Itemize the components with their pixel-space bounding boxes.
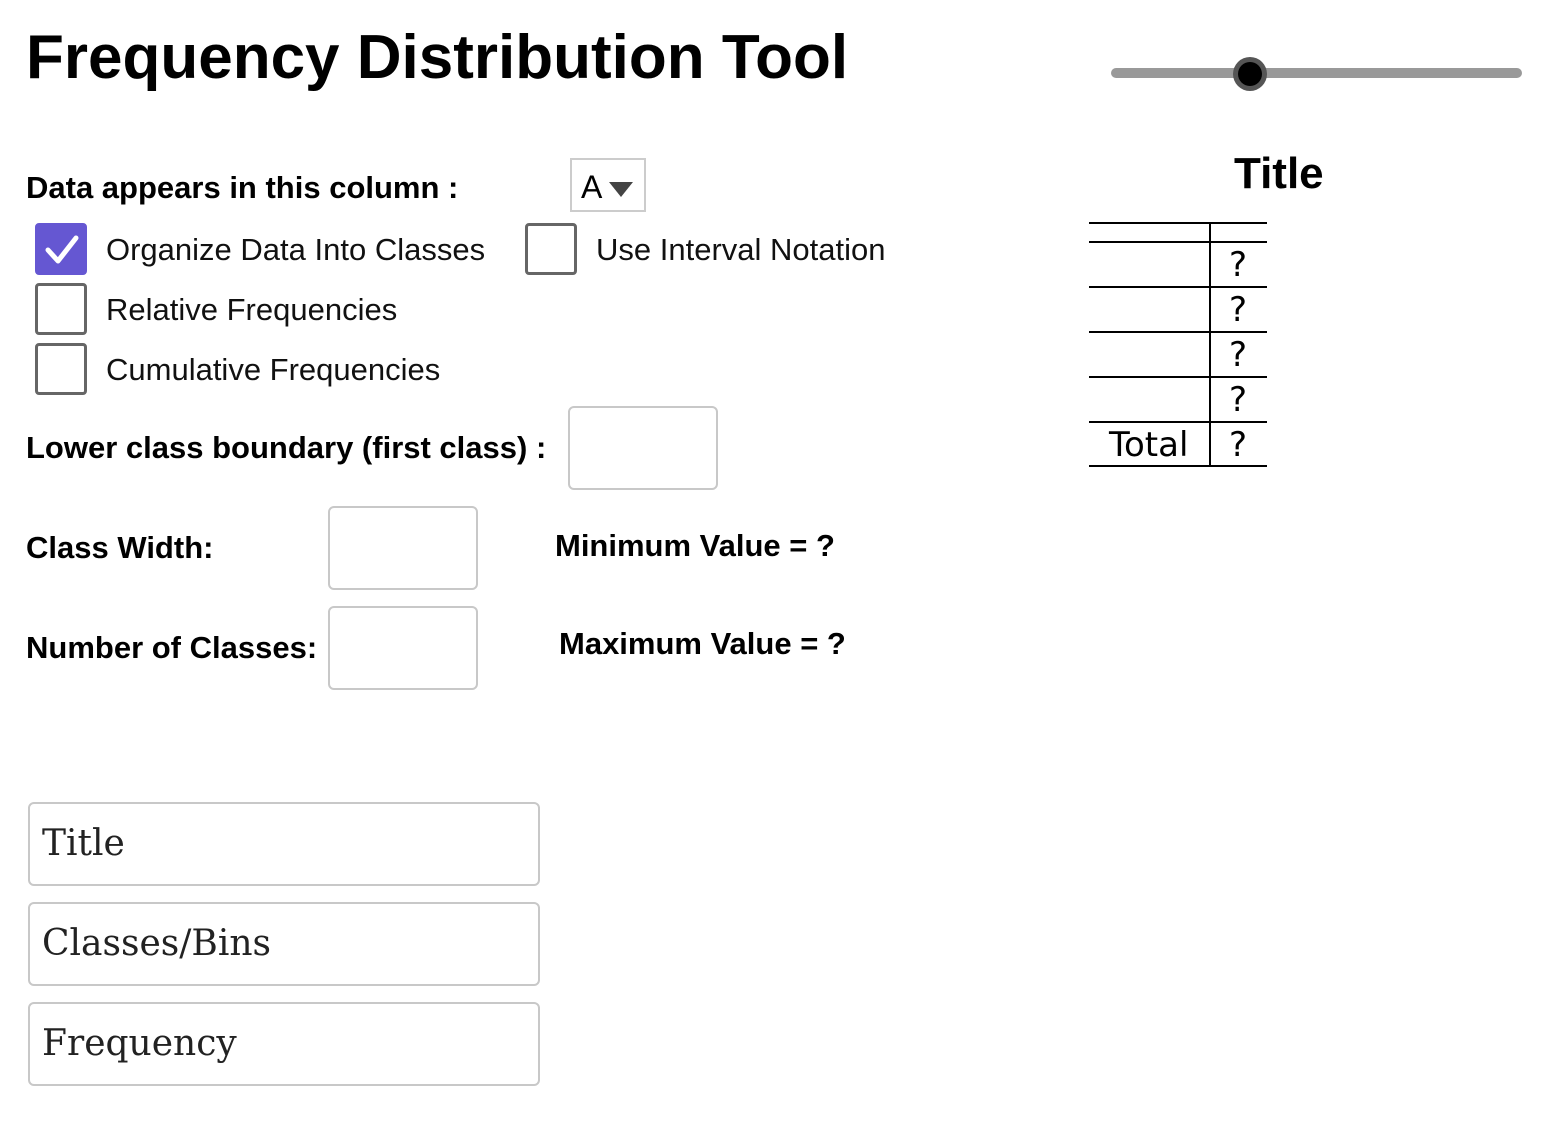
table-rule xyxy=(1089,421,1267,423)
data-column-value: A xyxy=(581,169,603,205)
cumulative-frequencies-label[interactable]: Cumulative Frequencies xyxy=(106,352,441,387)
slider-track[interactable] xyxy=(1111,68,1522,78)
table-rule xyxy=(1089,331,1267,333)
table-title-field[interactable]: Title xyxy=(28,802,540,886)
class-width-input[interactable] xyxy=(328,506,478,590)
data-column-label: Data appears in this column : xyxy=(26,170,459,205)
table-total-value: ? xyxy=(1229,425,1248,465)
table-total-label: Total xyxy=(1109,425,1189,465)
frequency-field[interactable]: Frequency xyxy=(28,1002,540,1086)
classes-bins-field[interactable]: Classes/Bins xyxy=(28,902,540,986)
organize-classes-checkbox[interactable] xyxy=(35,223,87,275)
app-title: Frequency Distribution Tool xyxy=(26,23,849,92)
frequency-table-title: Title xyxy=(1234,149,1324,198)
relative-frequencies-label[interactable]: Relative Frequencies xyxy=(106,292,398,327)
interval-notation-label[interactable]: Use Interval Notation xyxy=(596,232,886,267)
lower-boundary-input[interactable] xyxy=(568,406,718,490)
table-rule xyxy=(1089,286,1267,288)
table-rule-top xyxy=(1089,222,1267,224)
table-rule-bottom xyxy=(1089,465,1267,467)
relative-frequencies-checkbox[interactable] xyxy=(35,283,87,335)
chevron-down-icon xyxy=(609,182,633,197)
table-column-divider xyxy=(1209,224,1211,467)
class-width-label: Class Width: xyxy=(26,530,214,565)
interval-notation-checkbox[interactable] xyxy=(525,223,577,275)
number-of-classes-label: Number of Classes: xyxy=(26,630,318,665)
organize-classes-label[interactable]: Organize Data Into Classes xyxy=(106,232,486,267)
table-cell-frequency: ? xyxy=(1229,245,1248,285)
table-rule xyxy=(1089,376,1267,378)
table-title-field-text: Title xyxy=(42,823,125,864)
maximum-value-text: Maximum Value = ? xyxy=(559,626,846,661)
table-cell-frequency: ? xyxy=(1229,290,1248,330)
frequency-field-text: Frequency xyxy=(42,1023,237,1064)
slider-handle[interactable] xyxy=(1233,57,1267,91)
minimum-value-text: Minimum Value = ? xyxy=(555,528,835,563)
table-cell-frequency: ? xyxy=(1229,380,1248,420)
classes-bins-field-text: Classes/Bins xyxy=(42,923,272,964)
lower-boundary-label: Lower class boundary (first class) : xyxy=(26,430,547,465)
cumulative-frequencies-checkbox[interactable] xyxy=(35,343,87,395)
data-column-dropdown[interactable]: A xyxy=(570,158,646,212)
slider-handle-dot xyxy=(1238,62,1262,86)
number-of-classes-input[interactable] xyxy=(328,606,478,690)
table-rule-header xyxy=(1089,241,1267,243)
table-cell-frequency: ? xyxy=(1229,335,1248,375)
checkmark-icon xyxy=(45,235,79,264)
